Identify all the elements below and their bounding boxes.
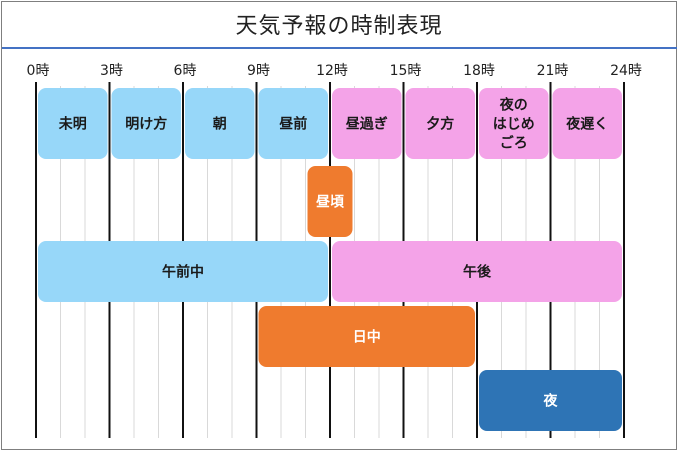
tick-label: 12時 xyxy=(316,63,348,79)
period-bar-label: 日中 xyxy=(353,329,381,346)
period-bar-label: 夜 xyxy=(543,393,559,410)
period-bar-rect xyxy=(479,88,549,159)
period-bars: 未明明け方朝昼前昼過ぎ夕方夜のはじめごろ夜遅く昼頃午前中午後日中夜 xyxy=(38,88,622,431)
period-bar: 未明 xyxy=(38,88,108,159)
period-bar-label: 朝 xyxy=(213,116,227,133)
period-bar-label: 昼前 xyxy=(279,116,307,133)
period-bar: 昼過ぎ xyxy=(332,88,402,159)
period-bar: 午後 xyxy=(332,241,622,302)
tick-label: 9時 xyxy=(247,63,270,79)
period-bar-rect xyxy=(38,88,108,159)
period-bar-rect xyxy=(307,166,353,237)
period-bar: 昼頃 xyxy=(307,166,353,237)
period-bar-label: 夕方 xyxy=(426,116,454,133)
period-bar-label: ごろ xyxy=(500,135,528,152)
tick-label: 18時 xyxy=(463,63,495,79)
period-bar: 午前中 xyxy=(38,241,328,302)
period-bar-label: 夜遅く xyxy=(565,116,608,133)
period-bar-rect xyxy=(479,370,622,431)
period-bar: 昼前 xyxy=(258,88,328,159)
period-bar: 夜 xyxy=(479,370,622,431)
period-bar: 夜遅く xyxy=(552,88,622,159)
period-bar-rect xyxy=(332,88,402,159)
period-bar-label: 明け方 xyxy=(125,116,167,133)
period-bar-rect xyxy=(405,88,475,159)
period-bar-rect xyxy=(185,88,255,159)
period-bar-label: はじめ xyxy=(493,117,535,133)
period-bar-rect xyxy=(38,241,328,302)
tick-label: 3時 xyxy=(100,63,123,79)
period-bar-label: 昼過ぎ xyxy=(346,116,388,133)
period-bar-rect xyxy=(258,88,328,159)
tick-label: 21時 xyxy=(537,63,569,79)
period-bar-rect xyxy=(332,241,622,302)
period-bar-label: 夜の xyxy=(499,97,528,114)
period-bar-rect xyxy=(552,88,622,159)
period-bar: 夕方 xyxy=(405,88,475,159)
page-title: 天気予報の時制表現 xyxy=(235,14,443,39)
period-bar-label: 未明 xyxy=(59,116,87,133)
title-underline xyxy=(2,47,677,49)
tick-label: 15時 xyxy=(390,63,422,79)
period-bar-rect xyxy=(258,306,475,367)
tick-label: 24時 xyxy=(610,63,642,79)
period-bar: 朝 xyxy=(185,88,255,159)
tick-label: 6時 xyxy=(174,63,197,79)
period-bar-label: 昼頃 xyxy=(316,195,345,211)
period-bar-label: 午後 xyxy=(463,264,492,281)
period-bar: 明け方 xyxy=(111,88,181,159)
tick-labels: 0時 3時 6時 9時 12時 15時 18時 21時 24時 xyxy=(27,63,642,79)
tick-label: 0時 xyxy=(27,63,50,79)
period-bar-rect xyxy=(111,88,181,159)
period-bar-label: 午前中 xyxy=(162,264,204,281)
period-bar: 日中 xyxy=(258,306,475,367)
